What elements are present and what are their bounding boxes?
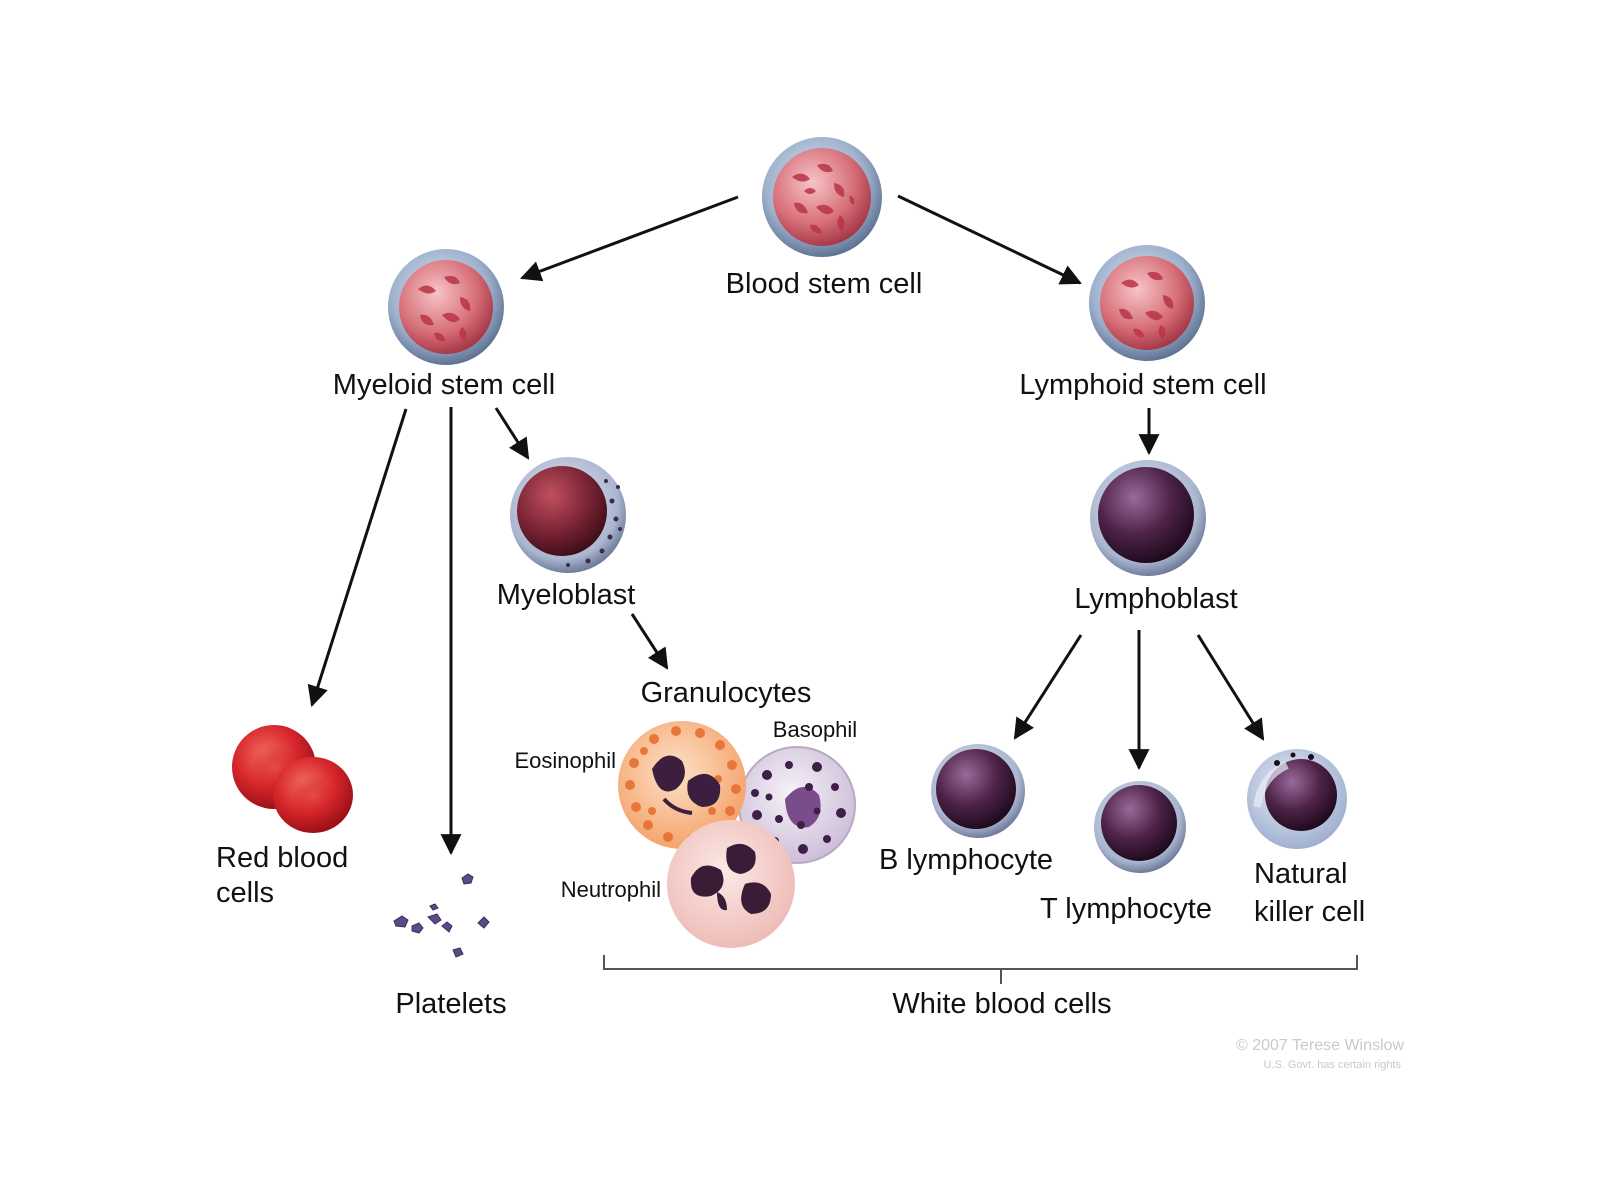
label-myeloblast: Myeloblast xyxy=(497,579,636,611)
label-myeloid-stem-cell: Myeloid stem cell xyxy=(333,369,555,401)
watermark-rights: U.S. Govt. has certain rights xyxy=(1263,1059,1401,1071)
t-lymphocyte-illustration xyxy=(1094,781,1186,873)
label-red-blood-cells-line1: Red blood xyxy=(216,842,348,874)
label-natural-killer-cell-line2: killer cell xyxy=(1254,896,1365,928)
arrow-lymphoblast-to-b xyxy=(1013,634,1083,740)
label-platelets: Platelets xyxy=(395,988,506,1020)
arrow-stem-to-myeloid xyxy=(520,195,739,282)
arrows xyxy=(307,194,1265,856)
label-basophil: Basophil xyxy=(773,717,857,742)
natural-killer-cell-illustration xyxy=(1247,749,1347,849)
arrow-myeloblast-to-granulocytes xyxy=(630,613,669,670)
red-blood-cells-illustration xyxy=(232,725,353,833)
b-lymphocyte-illustration xyxy=(931,744,1025,838)
label-t-lymphocyte: T lymphocyte xyxy=(1040,893,1212,925)
label-lymphoid-stem-cell: Lymphoid stem cell xyxy=(1019,369,1266,401)
eosinophil-illustration xyxy=(618,721,746,849)
arrow-myeloid-to-rbc xyxy=(307,408,408,708)
arrow-stem-to-lymphoid xyxy=(897,194,1082,285)
lymphoblast-illustration xyxy=(1090,460,1206,576)
label-eosinophil: Eosinophil xyxy=(514,748,616,773)
myeloid-stem-cell-illustration xyxy=(388,249,504,365)
label-b-lymphocyte: B lymphocyte xyxy=(879,844,1053,876)
blood-stem-cell-illustration xyxy=(762,137,882,257)
label-granulocytes: Granulocytes xyxy=(641,677,812,709)
myeloblast-illustration xyxy=(510,457,626,573)
arrow-myeloid-to-myeloblast xyxy=(494,407,530,460)
white-blood-cells-bracket xyxy=(603,955,1358,984)
label-lymphoblast: Lymphoblast xyxy=(1074,583,1237,615)
platelets-illustration xyxy=(393,873,490,958)
watermark-copyright: © 2007 Terese Winslow xyxy=(1236,1037,1404,1054)
label-neutrophil: Neutrophil xyxy=(561,877,661,902)
label-red-blood-cells-line2: cells xyxy=(216,877,274,909)
arrow-lymphoblast-to-nk xyxy=(1196,634,1265,741)
label-natural-killer-cell-line1: Natural xyxy=(1254,858,1348,890)
lymphoid-stem-cell-illustration xyxy=(1089,245,1205,361)
label-white-blood-cells: White blood cells xyxy=(892,988,1111,1020)
neutrophil-illustration xyxy=(667,820,795,948)
label-blood-stem-cell: Blood stem cell xyxy=(726,268,923,300)
